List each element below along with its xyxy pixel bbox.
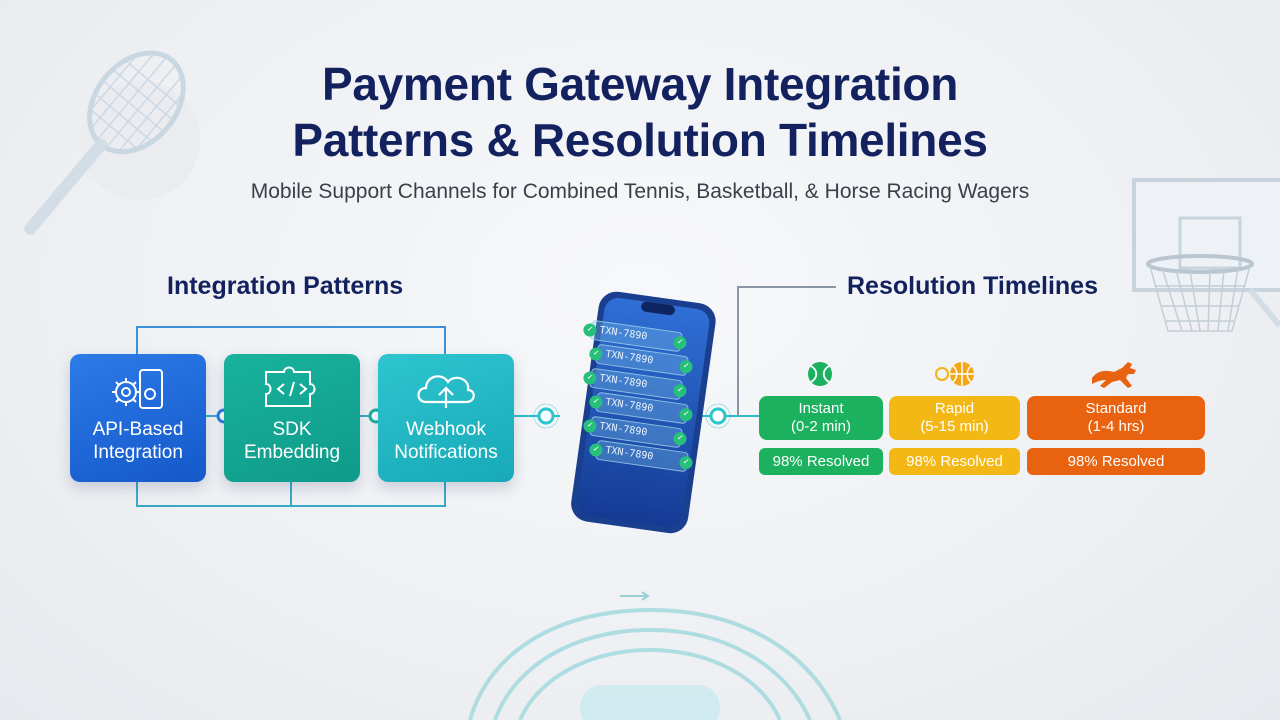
timeline-standard-card: Standard (1-4 hrs) bbox=[1027, 396, 1205, 440]
sdk-label-line2: Embedding bbox=[243, 442, 341, 463]
api-label-line2: Integration bbox=[93, 442, 183, 463]
tennis-ball-icon bbox=[808, 362, 832, 386]
transaction-id: TXN-7890 bbox=[598, 372, 648, 391]
sdk-label-line1: SDK bbox=[272, 419, 312, 440]
horse-icon bbox=[1092, 362, 1136, 388]
transaction-id: TXN-7890 bbox=[598, 420, 648, 439]
timeline-rapid-card: Rapid (5-15 min) bbox=[889, 396, 1020, 440]
timeline-rapid-time: (5-15 min) bbox=[920, 418, 989, 435]
race-track-icon bbox=[468, 591, 842, 720]
sdk-embedding-box[interactable]: SDK Embedding bbox=[224, 354, 360, 482]
api-label-line1: API-Based bbox=[92, 419, 184, 440]
puzzle-code-icon bbox=[265, 366, 316, 407]
timeline-rapid-name: Rapid bbox=[934, 400, 975, 417]
transaction-id: TXN-7890 bbox=[604, 444, 654, 463]
timeline-standard-name: Standard bbox=[1085, 400, 1147, 417]
transaction-id: TXN-7890 bbox=[604, 348, 654, 367]
tennis-racket-icon bbox=[24, 50, 200, 235]
webhook-label-line2: Notifications bbox=[394, 442, 498, 463]
title-line-1: Payment Gateway Integration bbox=[321, 58, 959, 110]
api-integration-box[interactable]: API-Based Integration bbox=[70, 354, 206, 482]
transaction-id: TXN-7890 bbox=[604, 396, 654, 415]
webhook-label-line1: Webhook bbox=[406, 419, 486, 440]
resolution-heading: Resolution Timelines bbox=[847, 272, 1098, 300]
webhook-notifications-box[interactable]: Webhook Notifications bbox=[378, 354, 514, 482]
integration-heading: Integration Patterns bbox=[167, 272, 404, 300]
timeline-instant-name: Instant bbox=[798, 400, 844, 417]
basketball-icon bbox=[935, 362, 974, 386]
timeline-instant-time: (0-2 min) bbox=[790, 418, 851, 435]
timeline-standard-resolved: 98% Resolved bbox=[1027, 448, 1205, 475]
page-title: Payment Gateway Integration Patterns & R… bbox=[0, 56, 1280, 168]
smartphone-illustration bbox=[571, 291, 716, 534]
cloud-upload-icon bbox=[417, 375, 475, 408]
api-gear-phone-icon bbox=[112, 369, 163, 409]
timeline-rapid-resolved: 98% Resolved bbox=[889, 448, 1020, 475]
transaction-id: TXN-7890 bbox=[598, 324, 648, 343]
basketball-hoop-icon bbox=[1132, 178, 1280, 332]
timeline-standard-time: (1-4 hrs) bbox=[1087, 418, 1145, 435]
title-line-2: Patterns & Resolution Timelines bbox=[292, 114, 988, 166]
timeline-instant-resolved: 98% Resolved bbox=[759, 448, 883, 475]
timeline-instant-card: Instant (0-2 min) bbox=[759, 396, 883, 440]
page-subtitle: Mobile Support Channels for Combined Ten… bbox=[250, 180, 1030, 203]
